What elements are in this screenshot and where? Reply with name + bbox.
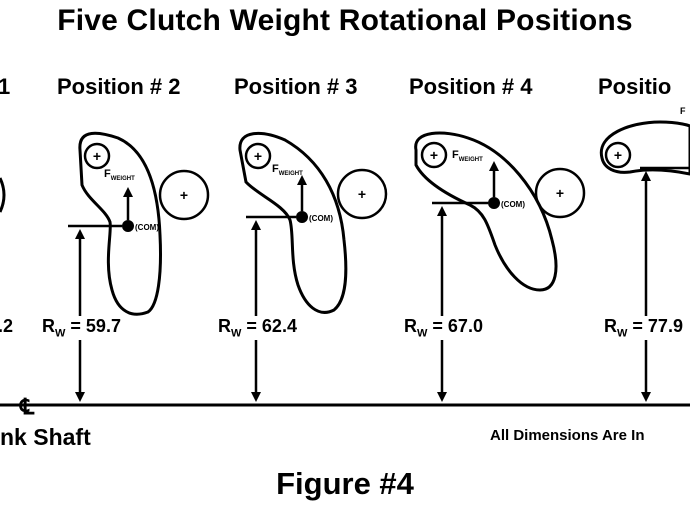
- force-label-4: FWEIGHT: [452, 149, 483, 163]
- position-1-weight: [0, 177, 6, 213]
- com-label-4: (COM): [501, 200, 525, 209]
- svg-text:+: +: [556, 185, 564, 201]
- svg-text:+: +: [254, 148, 262, 164]
- rw-value-3: RW = 62.4: [216, 316, 299, 340]
- position-4-weight: + +: [414, 131, 586, 402]
- rw-value-5: RW = 77.9: [602, 316, 685, 340]
- force-label-3: FWEIGHT: [272, 163, 303, 177]
- svg-text:+: +: [358, 186, 366, 202]
- svg-text:+: +: [614, 147, 622, 163]
- centerline-icon: ℄: [19, 394, 35, 419]
- svg-text:+: +: [180, 187, 188, 203]
- force-label-5: F: [680, 106, 686, 116]
- diagram-title: Five Clutch Weight Rotational Positions: [57, 4, 633, 37]
- position-3-label: Position # 3: [234, 74, 358, 99]
- force-labels: FWEIGHT FWEIGHT FWEIGHT F: [104, 106, 686, 182]
- rw-value-2: RW = 59.7: [40, 316, 123, 340]
- com-labels: (COM) (COM) (COM): [135, 200, 525, 232]
- force-label-2: FWEIGHT: [104, 168, 135, 182]
- position-5-weight: +: [599, 120, 690, 402]
- figure-caption: Figure #4: [276, 466, 414, 501]
- position-4-label: Position # 4: [409, 74, 533, 99]
- dimensions-note: All Dimensions Are In: [490, 427, 645, 444]
- rw-value-4: RW = 67.0: [402, 316, 485, 340]
- rw-value-1: .2: [0, 316, 16, 337]
- com-label-2: (COM): [135, 223, 159, 232]
- svg-text:+: +: [93, 148, 101, 164]
- position-2-weight: + +: [68, 131, 210, 402]
- com-label-3: (COM): [309, 214, 333, 223]
- position-1-label: 1: [0, 74, 11, 99]
- crank-shaft-label: nk Shaft: [0, 424, 91, 450]
- position-2-label: Position # 2: [57, 74, 181, 99]
- position-3-weight: + +: [238, 131, 388, 402]
- position-5-label: Positio: [598, 74, 672, 99]
- svg-text:+: +: [430, 147, 438, 163]
